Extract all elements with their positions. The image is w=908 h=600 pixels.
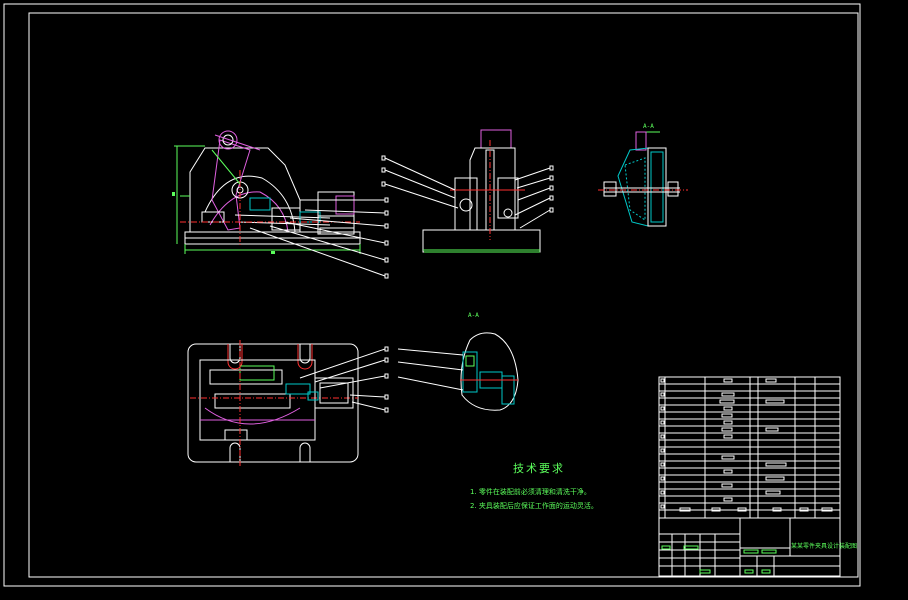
technical-requirement-item-2: 2. 夹具装配后应保证工作面的运动灵活。 [470, 502, 598, 510]
detail-section-view [397, 332, 519, 411]
section-label-top-right: A-A [643, 123, 654, 130]
technical-requirement-item-1: 1. 零件在装配前必须清理和清洗干净。 [470, 488, 591, 496]
title-block-drawing-name: 某某零件夹具设计装配图 [791, 543, 858, 550]
section-label-middle: A-A [468, 312, 479, 319]
title-block [658, 507, 841, 577]
section-view-top-right [598, 131, 688, 227]
front-view [172, 130, 389, 279]
outer-frame [3, 3, 861, 587]
side-view [381, 129, 554, 253]
parts-list-table [658, 376, 841, 519]
inner-frame [28, 12, 859, 578]
top-view [187, 340, 389, 466]
technical-requirements-title: 技术要求 [513, 462, 565, 475]
